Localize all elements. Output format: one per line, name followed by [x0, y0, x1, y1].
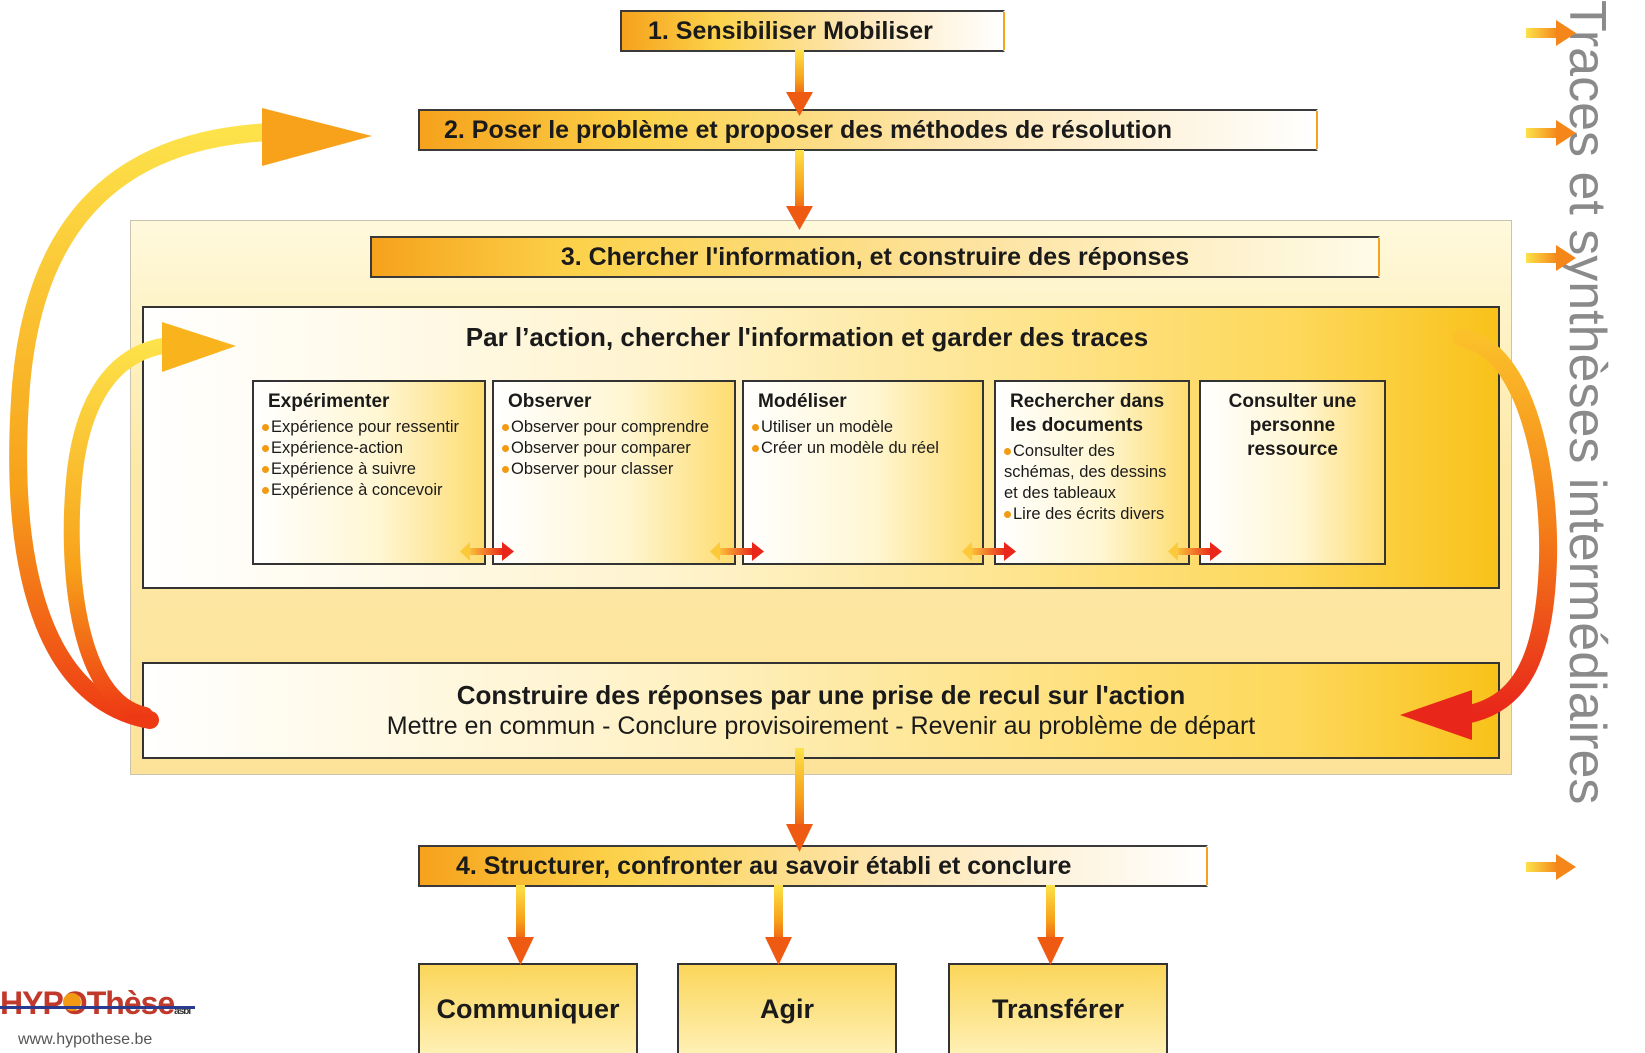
list-item: Observer pour comprendre — [502, 417, 728, 438]
bullet-icon — [1004, 448, 1011, 455]
action-panel-title: Par l’action, chercher l'information et … — [465, 322, 1149, 352]
bullet-icon — [262, 466, 269, 473]
right-arrow-icon — [1526, 854, 1576, 880]
column-title: Expérimenter — [268, 391, 390, 412]
list-item: Expérience à suivre — [262, 459, 478, 480]
list-item: Lire des écrits divers — [1004, 504, 1182, 525]
list-item: Observer pour comparer — [502, 438, 728, 459]
step-3-box: 3. Chercher l'information, et construire… — [370, 236, 1380, 278]
list-item: Expérience-action — [262, 438, 478, 459]
loop-arrow-icon — [63, 322, 236, 723]
logo: HYPOThèseasbl — [0, 985, 191, 1021]
right-arrow-icon — [1526, 245, 1576, 271]
down-arrow-icon — [786, 150, 813, 230]
column-modeliser: Modéliser Utiliser un modèle Créer un mo… — [742, 380, 984, 565]
list-item: Consulter des schémas, des dessins et de… — [1004, 442, 1167, 502]
list-item: Observer pour classer — [502, 459, 728, 480]
outcome-communiquer: Communiquer — [418, 963, 638, 1053]
right-arrow-icon — [1526, 20, 1576, 46]
column-consulter: Consulter une personne ressource — [1199, 380, 1386, 565]
column-observer: Observer Observer pour comprendre Observ… — [492, 380, 736, 565]
column-title: Modéliser — [758, 391, 847, 412]
down-arrow-icon — [786, 50, 813, 116]
column-title: Rechercher dans les documents — [1010, 391, 1165, 436]
bullet-icon — [502, 424, 509, 431]
bullet-icon — [752, 445, 759, 452]
double-arrow-icon — [1168, 542, 1222, 561]
step-1-label: 1. Sensibiliser Mobiliser — [648, 16, 933, 45]
double-arrow-icon — [710, 542, 764, 561]
list-item: Utiliser un modèle — [752, 417, 976, 438]
logo-icon — [0, 993, 195, 1011]
bullet-icon — [752, 424, 759, 431]
column-rechercher: Rechercher dans les documents Consulter … — [994, 380, 1190, 565]
down-arrow-icon — [765, 885, 792, 965]
construct-panel: Construire des réponses par une prise de… — [142, 662, 1500, 759]
bullet-icon — [262, 445, 269, 452]
down-arrow-icon — [1037, 885, 1064, 965]
down-arrow-icon — [786, 748, 813, 852]
outcome-agir: Agir — [677, 963, 897, 1053]
list-item: Créer un modèle du réel — [752, 438, 976, 459]
bullet-icon — [262, 487, 269, 494]
step-4-box: 4. Structurer, confronter au savoir étab… — [418, 845, 1208, 887]
bullet-icon — [1004, 511, 1011, 518]
bullet-icon — [262, 424, 269, 431]
double-arrow-icon — [460, 542, 514, 561]
column-experimenter: Expérimenter Expérience pour ressentir E… — [252, 380, 486, 565]
double-arrow-icon — [962, 542, 1016, 561]
step-1-box: 1. Sensibiliser Mobiliser — [620, 10, 1005, 52]
down-arrow-icon — [507, 885, 534, 965]
construct-subtitle: Mettre en commun - Conclure provisoireme… — [386, 712, 1256, 740]
bullet-icon — [502, 445, 509, 452]
list-item: Expérience à concevoir — [262, 480, 478, 501]
list-item: Expérience pour ressentir — [262, 417, 478, 438]
column-title: Consulter une personne ressource — [1228, 391, 1357, 460]
step-2-box: 2. Poser le problème et proposer des mét… — [418, 109, 1318, 151]
loop-arrow-icon — [9, 108, 372, 729]
step-3-label: 3. Chercher l'information, et construire… — [560, 242, 1190, 271]
bullet-icon — [502, 466, 509, 473]
logo-url: www.hypothese.be — [18, 1031, 153, 1048]
outcome-transferer: Transférer — [948, 963, 1168, 1053]
column-title: Observer — [508, 391, 592, 412]
step-4-label: 4. Structurer, confronter au savoir étab… — [456, 851, 1072, 880]
step-2-label: 2. Poser le problème et proposer des mét… — [444, 115, 1172, 144]
right-arrow-icon — [1526, 120, 1576, 146]
loop-arrow-icon — [1400, 329, 1558, 740]
construct-title: Construire des réponses par une prise de… — [456, 680, 1186, 710]
